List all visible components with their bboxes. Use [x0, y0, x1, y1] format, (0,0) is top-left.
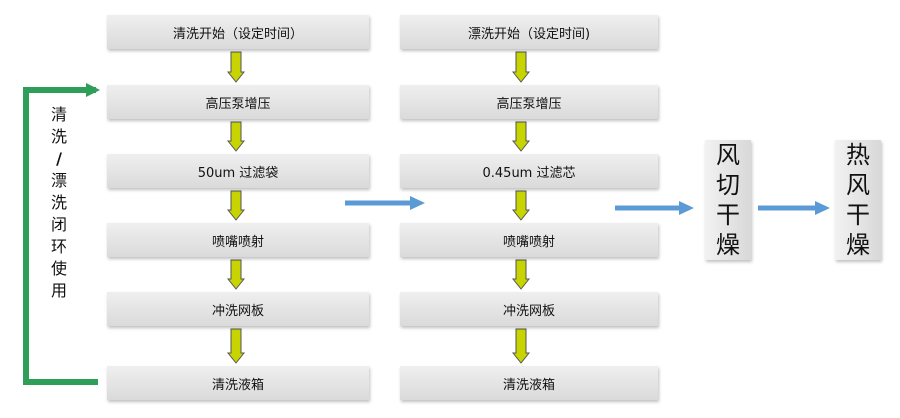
loop-label-char: 清	[50, 105, 67, 124]
air-dry-box: 风 切 干 燥	[705, 140, 751, 260]
loop-label-char: 使	[50, 259, 67, 278]
hot-dry-box: 热 风 干 燥	[835, 140, 881, 260]
right-step-1: 漂洗开始（设定时间)	[400, 15, 658, 49]
down-arrow	[511, 51, 531, 83]
left-step-5: 冲洗网板	[107, 292, 369, 326]
down-arrow	[511, 328, 531, 364]
loop-label: 清 洗 / 漂 洗 闭 环 使 用	[46, 104, 72, 302]
arrow-left-to-right-column	[345, 196, 425, 210]
down-arrow	[226, 328, 246, 364]
right-step-5: 冲洗网板	[400, 292, 658, 326]
loop-label-char: 环	[50, 237, 67, 256]
right-step-6: 清洗液箱	[400, 366, 658, 400]
down-arrow	[511, 259, 531, 290]
left-step-4: 喷嘴喷射	[107, 223, 369, 257]
left-step-2: 高压泵增压	[107, 85, 369, 119]
down-arrow	[226, 121, 246, 152]
left-step-1: 清洗开始（设定时间）	[107, 15, 369, 49]
down-arrows-right	[511, 51, 531, 364]
down-arrow	[226, 259, 246, 290]
loop-label-char: 用	[50, 281, 67, 300]
loop-label-char: 漂	[50, 171, 67, 190]
right-step-2: 高压泵增压	[400, 85, 658, 119]
left-step-6: 清洗液箱	[107, 366, 369, 400]
loop-label-char: 洗	[50, 193, 67, 212]
down-arrow	[511, 121, 531, 152]
down-arrows-left	[226, 51, 246, 364]
loop-label-char: 闭	[50, 215, 67, 234]
loop-label-char: /	[56, 149, 62, 168]
arrow-air-dry-to-hot-dry	[758, 201, 830, 215]
loop-arrowhead-top	[86, 83, 100, 97]
down-arrow	[511, 190, 531, 221]
down-arrow	[226, 51, 246, 83]
left-step-3: 50um 过滤袋	[107, 154, 369, 188]
loop-label-char: 洗	[50, 127, 67, 146]
right-step-3: 0.45um 过滤芯	[400, 154, 658, 188]
right-step-4: 喷嘴喷射	[400, 223, 658, 257]
arrow-right-column-to-air-dry	[615, 201, 694, 215]
down-arrow	[226, 190, 246, 221]
